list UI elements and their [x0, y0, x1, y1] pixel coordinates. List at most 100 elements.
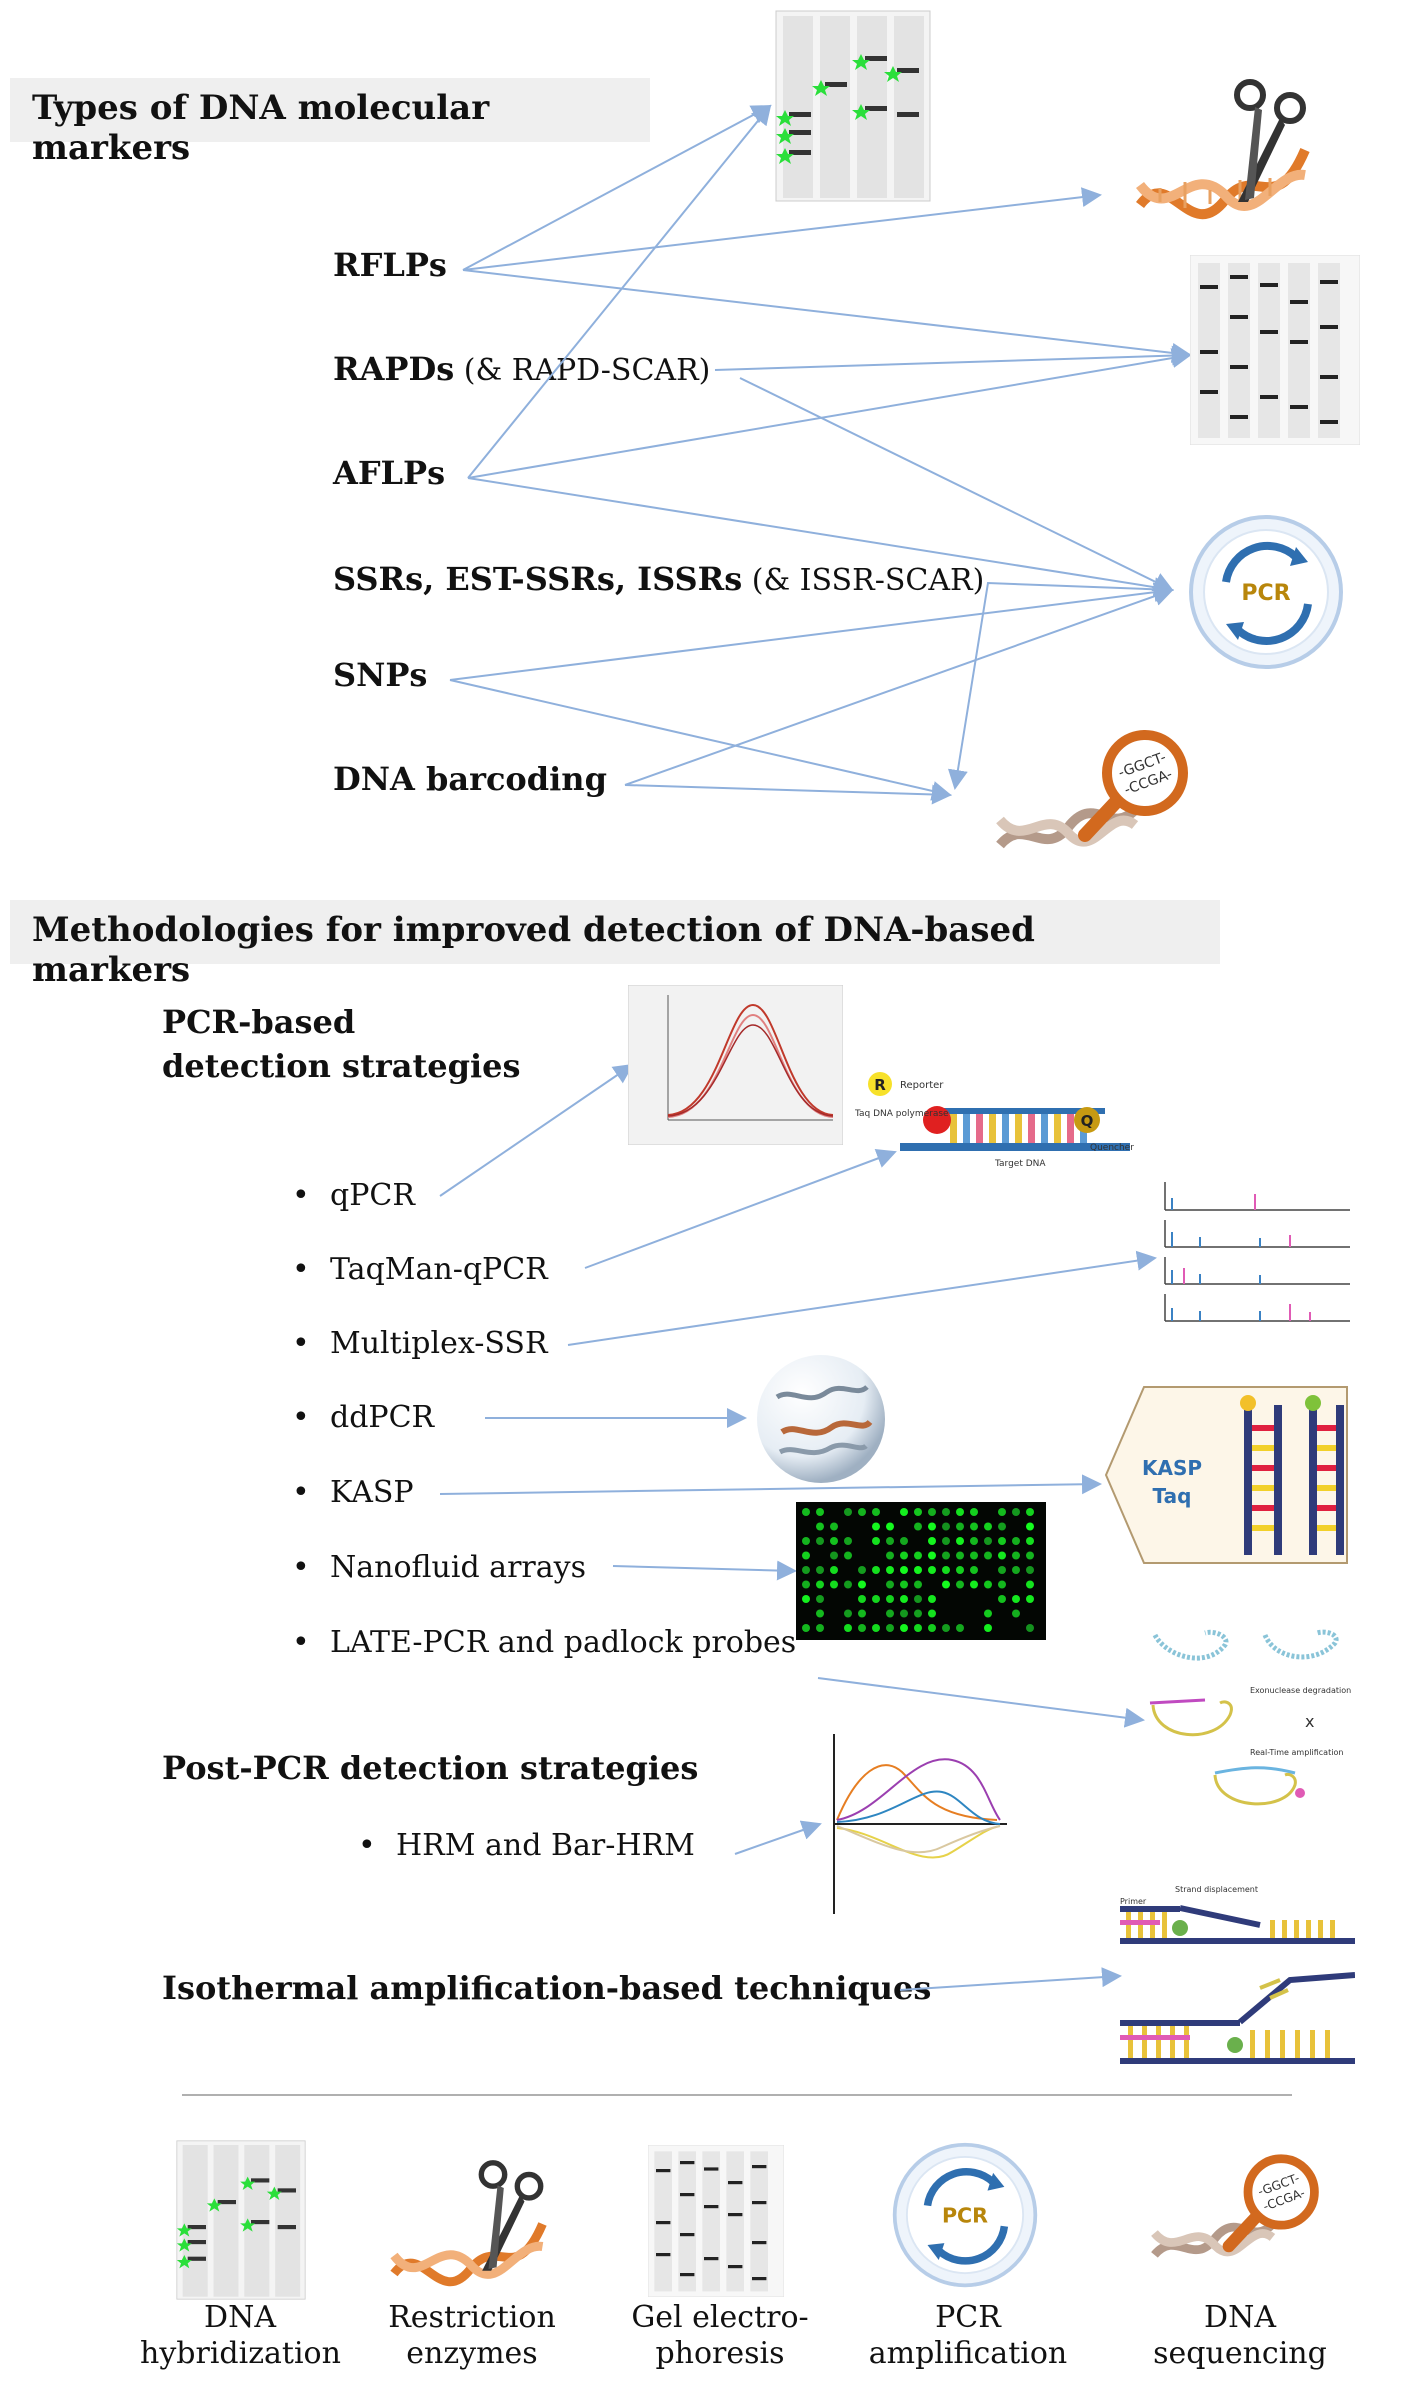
- array-spot: [830, 1522, 838, 1531]
- array-spot: [1026, 1551, 1034, 1560]
- array-spot: [942, 1537, 950, 1545]
- dna-sequencing-icon: -GGCT- -CCGA-: [996, 730, 1188, 849]
- array-spot: [900, 1551, 908, 1560]
- marker-rapd: RAPDs (& RAPD-SCAR): [333, 350, 711, 388]
- array-spot: [984, 1624, 992, 1632]
- array-spot: [998, 1566, 1006, 1574]
- array-spot: [830, 1566, 838, 1574]
- array-spot: [872, 1624, 880, 1632]
- array-spot: [998, 1595, 1006, 1603]
- array-spot: [984, 1551, 992, 1560]
- array-spot: [900, 1580, 908, 1589]
- svg-text:KASP: KASP: [1142, 1456, 1202, 1480]
- array-spot: [998, 1537, 1006, 1545]
- taqman-probe-icon: R Reporter Q Quencher Taq DNA polymerase…: [855, 1072, 1134, 1169]
- item-late-pcr: LATE-PCR and padlock probes: [292, 1625, 796, 1660]
- svg-text:Q: Q: [1081, 1112, 1094, 1130]
- array-spot: [830, 1551, 838, 1560]
- array-spot: [1026, 1624, 1034, 1632]
- ddpcr-droplet-icon: [757, 1355, 885, 1483]
- array-spot: [942, 1624, 950, 1632]
- svg-text:Primer: Primer: [1120, 1897, 1147, 1906]
- legend-label-gel: Gel electro-phoresis: [631, 2300, 809, 2371]
- svg-text:Taq: Taq: [1153, 1484, 1192, 1508]
- qpcr-melt-curve-icon: [628, 985, 843, 1145]
- array-spot: [858, 1624, 866, 1632]
- array-spot: [928, 1551, 936, 1560]
- array-spot: [900, 1609, 908, 1618]
- array-spot: [844, 1609, 852, 1618]
- array-spot: [872, 1537, 880, 1545]
- array-spot: [802, 1595, 810, 1603]
- array-spot: [886, 1595, 894, 1603]
- array-spot: [928, 1508, 936, 1516]
- array-spot: [844, 1624, 852, 1632]
- svg-text:Real-Time amplification: Real-Time amplification: [1250, 1748, 1343, 1757]
- restriction-enzyme-icon: [1136, 79, 1310, 220]
- array-spot: [900, 1566, 908, 1574]
- array-spot: [886, 1522, 894, 1531]
- array-spot: [900, 1508, 908, 1516]
- array-spot: [1012, 1609, 1020, 1618]
- array-spot: [816, 1595, 824, 1603]
- array-spot: [970, 1522, 978, 1531]
- array-spot: [914, 1595, 922, 1603]
- item-ddpcr: ddPCR: [292, 1400, 434, 1435]
- legend-restriction-enzyme-icon: [390, 2160, 547, 2287]
- array-spot: [1026, 1595, 1034, 1603]
- pcr-icon-text: PCR: [1241, 581, 1290, 606]
- array-spot: [1026, 1508, 1034, 1516]
- array-spot: [928, 1609, 936, 1618]
- array-spot: [844, 1537, 852, 1545]
- array-spot: [858, 1609, 866, 1618]
- array-spot: [984, 1609, 992, 1618]
- array-spot: [1012, 1537, 1020, 1545]
- array-spot: [942, 1551, 950, 1560]
- svg-text:Strand displacement: Strand displacement: [1175, 1885, 1258, 1894]
- array-spot: [802, 1566, 810, 1574]
- array-spot: [970, 1508, 978, 1516]
- array-spot: [816, 1537, 824, 1545]
- svg-text:PCR: PCR: [942, 2204, 988, 2228]
- array-spot: [816, 1609, 824, 1618]
- legend-hybridization-icon: [176, 2140, 306, 2300]
- array-spot: [928, 1537, 936, 1545]
- array-spot: [802, 1580, 810, 1589]
- svg-text:Taq DNA polymerase: Taq DNA polymerase: [855, 1109, 949, 1119]
- array-spot: [998, 1522, 1006, 1531]
- array-spot: [956, 1566, 964, 1574]
- item-nanofluid: Nanofluid arrays: [292, 1550, 586, 1585]
- array-spot: [844, 1551, 852, 1560]
- array-spot: [886, 1537, 894, 1545]
- array-spot: [956, 1537, 964, 1545]
- item-taqman: TaqMan-qPCR: [292, 1252, 548, 1287]
- array-spot: [984, 1580, 992, 1589]
- array-spot: [914, 1624, 922, 1632]
- svg-text:R: R: [874, 1076, 886, 1094]
- array-spot: [816, 1522, 824, 1531]
- array-spot: [844, 1508, 852, 1516]
- pcr-section-title: PCR-based detection strategies: [162, 1003, 521, 1085]
- array-spot: [1012, 1551, 1020, 1560]
- array-spot: [914, 1551, 922, 1560]
- marker-aflp: AFLPs: [333, 454, 446, 492]
- item-hrm: HRM and Bar-HRM: [358, 1828, 695, 1863]
- kasp-icon: KASP Taq: [1104, 1386, 1348, 1564]
- array-spot: [942, 1522, 950, 1531]
- marker-barcoding: DNA barcoding: [333, 760, 607, 798]
- array-spot: [872, 1595, 880, 1603]
- svg-text:Exonuclease degradation: Exonuclease degradation: [1250, 1686, 1351, 1695]
- post-pcr-title: Post-PCR detection strategies: [162, 1749, 699, 1787]
- array-spot: [914, 1522, 922, 1531]
- array-spot: [844, 1580, 852, 1589]
- array-spot: [900, 1624, 908, 1632]
- array-spot: [802, 1508, 810, 1516]
- item-kasp: KASP: [292, 1475, 413, 1510]
- array-spot: [956, 1551, 964, 1560]
- array-spot: [886, 1551, 894, 1560]
- hrm-curve-icon: [833, 1734, 1007, 1914]
- array-spot: [914, 1508, 922, 1516]
